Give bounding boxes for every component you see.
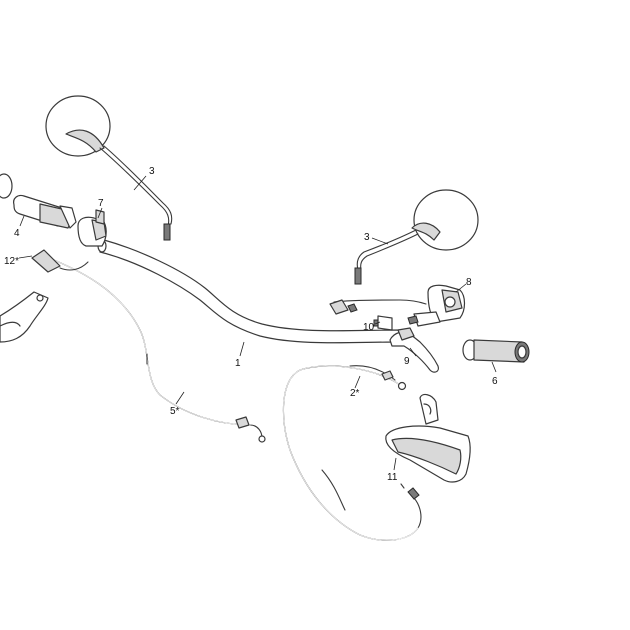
handlebar[interactable] — [97, 239, 403, 344]
callout-3-right: 3 — [364, 232, 370, 243]
right-grip[interactable] — [462, 339, 530, 363]
callout-2: 2* — [350, 388, 360, 399]
callout-8: 8 — [466, 277, 472, 288]
throttle-cable[interactable] — [43, 255, 266, 443]
left-bracket[interactable] — [0, 291, 49, 343]
callout-7: 7 — [98, 198, 104, 209]
callout-1: 1 — [235, 358, 241, 369]
adjuster-screw[interactable] — [373, 315, 393, 331]
leader-lines — [18, 175, 497, 471]
callout-9: 9 — [404, 356, 410, 367]
cable-end-fitting[interactable] — [31, 249, 89, 273]
callout-4: 4 — [14, 228, 20, 239]
callout-6: 6 — [492, 376, 498, 387]
callout-12: 12* — [4, 256, 19, 267]
callouts: 1 2* 3 3 4 5* 6 7 8 9 10 11 12* — [4, 166, 498, 483]
callout-5: 5* — [170, 406, 180, 417]
left-grip[interactable] — [0, 173, 77, 229]
callout-3-left: 3 — [149, 166, 155, 177]
clutch-cable[interactable] — [282, 365, 422, 541]
callout-10: 10 — [363, 322, 375, 333]
callout-11: 11 — [387, 472, 398, 483]
right-mirror[interactable] — [354, 189, 479, 285]
left-mirror[interactable] — [45, 95, 173, 241]
clutch-perch[interactable] — [329, 284, 466, 327]
hand-guard[interactable] — [385, 393, 471, 483]
throttle-clamp[interactable] — [77, 209, 107, 247]
clutch-lever[interactable] — [389, 327, 439, 373]
